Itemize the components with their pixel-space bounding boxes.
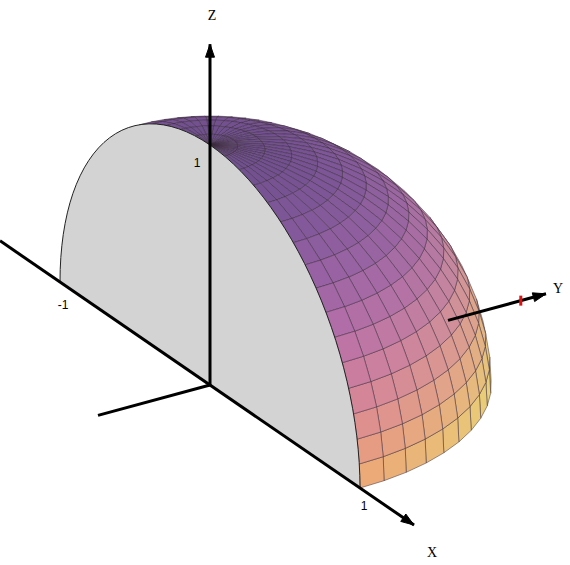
axis-arrowhead: [206, 44, 215, 57]
y-axis: [448, 294, 546, 321]
axis-label: Z: [208, 9, 217, 23]
axis-label: -1: [58, 299, 69, 311]
z-axis: [209, 44, 212, 385]
axis-arrowhead: [532, 293, 546, 302]
mesh-cell: [210, 142, 237, 145]
y-axis: [98, 385, 210, 415]
axis-label: Y: [553, 282, 563, 296]
axis-arrowhead: [401, 514, 414, 525]
x-axis: [0, 241, 414, 525]
axis-tick: [519, 296, 522, 306]
axis-label: X: [427, 546, 437, 560]
axis-label: 1: [194, 157, 201, 169]
axis-label: 1: [361, 500, 368, 512]
mesh-cell: [210, 143, 237, 145]
